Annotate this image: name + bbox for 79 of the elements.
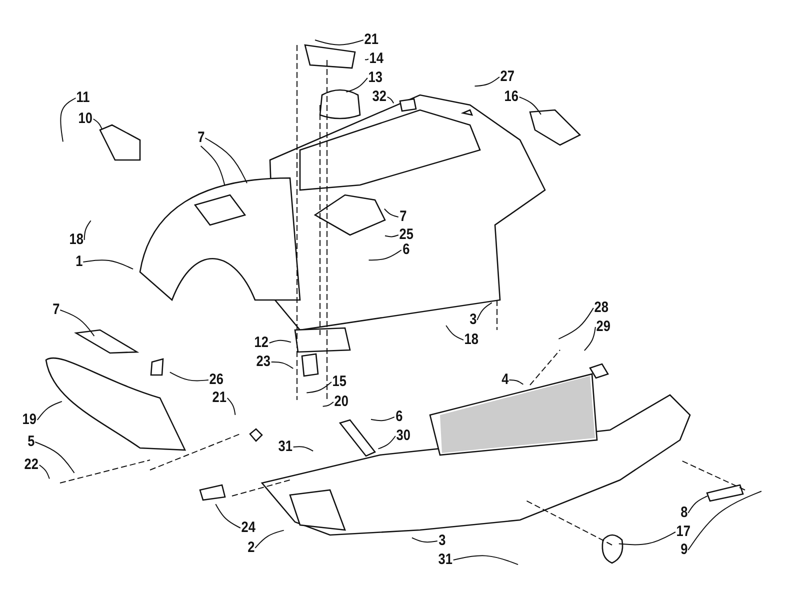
leader-line (508, 380, 524, 385)
leader-line (322, 402, 334, 407)
callout-number: 18 (68, 232, 84, 248)
leader-line (558, 308, 594, 340)
leader-line (84, 220, 92, 240)
callout-number: 15 (331, 374, 348, 390)
callout-number: 12 (253, 335, 270, 351)
leader-line (254, 530, 284, 548)
leader-line (204, 138, 248, 184)
callout-number: 1 (74, 254, 84, 270)
callout-number: 11 (76, 90, 91, 106)
leader-line (38, 464, 50, 480)
leader-line (618, 532, 676, 546)
leader-line (215, 504, 241, 528)
leader-line (200, 146, 226, 186)
callout-number: 21 (363, 32, 380, 48)
leader-line (378, 436, 396, 450)
callout-number: 7 (196, 130, 206, 146)
leader-line (346, 78, 368, 92)
leader-line (60, 98, 76, 142)
leader-line (169, 372, 209, 382)
callout-number: 26 (208, 372, 224, 388)
callout-number: 31 (437, 552, 454, 568)
leader-line (688, 496, 708, 514)
callout-number: 29 (595, 319, 612, 335)
callout-number: 14 (368, 51, 384, 67)
leader-line (386, 96, 394, 104)
callout-number: 25 (398, 227, 414, 243)
leader-line (306, 382, 332, 394)
leader-line (476, 302, 492, 320)
callout-number: 2 (246, 540, 256, 556)
callout-number: 24 (240, 520, 256, 536)
callout-number: 3 (437, 533, 446, 549)
leader-line (584, 326, 596, 352)
callout-number: 30 (395, 428, 412, 444)
callout-number: 22 (23, 457, 40, 473)
callout-number: 5 (26, 434, 36, 450)
callout-number: 9 (679, 542, 688, 558)
leader-line (368, 250, 402, 261)
callout-number: 20 (333, 394, 350, 410)
leader-line (364, 58, 369, 60)
leader-line (446, 324, 464, 340)
callout-number: 17 (675, 524, 692, 540)
leader-line (92, 118, 103, 130)
callout-number: 31 (277, 439, 294, 455)
callout-number: 4 (500, 372, 510, 388)
leader-line (452, 555, 519, 566)
leader-line (384, 208, 399, 218)
leader-line (314, 40, 364, 46)
leader-line (82, 260, 134, 270)
callout-number: 7 (398, 209, 408, 225)
leader-line (411, 537, 438, 543)
leader-line (226, 398, 236, 416)
callout-number: 3 (468, 312, 478, 328)
leader-line (370, 416, 395, 422)
leader-line (36, 400, 62, 420)
callout-number: 19 (21, 412, 38, 428)
leader-line (384, 234, 399, 238)
callout-number: 6 (394, 409, 404, 425)
callout-number: 23 (255, 354, 272, 370)
leader-line (292, 446, 314, 452)
leader-line (60, 310, 95, 337)
callout-number: 10 (77, 111, 94, 127)
callout-number: 21 (211, 390, 228, 406)
leader-line (518, 96, 542, 115)
leader-line (270, 362, 294, 369)
callout-number: 6 (401, 242, 410, 258)
leader-line (268, 340, 292, 344)
callout-number: 27 (499, 69, 516, 85)
callout-number: 32 (371, 89, 388, 105)
callout-number: 8 (679, 505, 688, 521)
callout-number: 13 (367, 70, 384, 86)
leader-line (474, 76, 500, 87)
callout-number: 16 (503, 89, 520, 105)
callout-number: 28 (593, 300, 610, 316)
callout-number: 7 (51, 302, 60, 318)
callout-number: 18 (463, 332, 480, 348)
leader-line (688, 490, 762, 550)
leader-line (34, 442, 75, 474)
